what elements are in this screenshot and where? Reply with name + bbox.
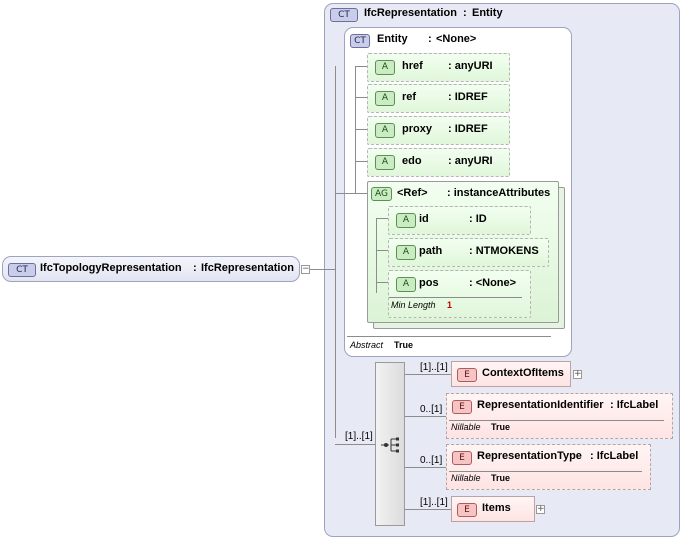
attribute-edo[interactable]: A edo : anyURI <box>367 148 510 177</box>
root-type-name: IfcTopologyRepresentation <box>40 262 182 274</box>
attribute-type: : <None> <box>469 277 517 289</box>
complex-type-badge: CT <box>350 34 370 48</box>
connector <box>355 97 367 98</box>
sequence-cardinality: [1]..[1] <box>345 431 373 442</box>
connector <box>355 66 356 194</box>
connector <box>376 282 388 283</box>
facet-value: 1 <box>447 300 453 310</box>
element-badge: E <box>457 368 477 382</box>
entity-type-separator: : <box>428 33 432 45</box>
attribute-name: id <box>419 213 429 225</box>
attribute-badge: A <box>375 91 395 106</box>
divider <box>389 297 522 298</box>
sequence-compositor-icon <box>381 437 399 453</box>
connector <box>405 467 446 468</box>
connector <box>405 374 451 375</box>
attribute-ref[interactable]: A ref : IDREF <box>367 84 510 113</box>
attribute-badge: A <box>396 213 416 228</box>
attribute-type: : ID <box>469 213 487 225</box>
entity-type-type: <None> <box>436 33 477 45</box>
attribute-type: : IDREF <box>448 123 488 135</box>
attribute-type: : NTMOKENS <box>469 245 539 257</box>
facet-label: Min Length <box>391 300 436 310</box>
element-name: RepresentationIdentifier <box>477 399 604 411</box>
connector <box>355 193 367 194</box>
connector <box>335 444 375 445</box>
attribute-name: edo <box>402 155 422 167</box>
connector <box>335 66 336 438</box>
divider <box>449 420 664 421</box>
nillable-label: Nillable <box>451 473 481 483</box>
connector <box>310 269 325 270</box>
connector <box>405 509 451 510</box>
abstract-value: True <box>394 340 414 350</box>
attribute-group-badge: AG <box>371 187 392 201</box>
nillable-label: Nillable <box>451 422 481 432</box>
connector <box>376 218 388 219</box>
attribute-type: : anyURI <box>448 155 493 167</box>
element-cardinality: 0..[1] <box>420 404 443 415</box>
connector <box>355 129 367 130</box>
connector <box>355 66 367 67</box>
root-type-node[interactable]: CT IfcTopologyRepresentation : IfcRepres… <box>2 256 300 282</box>
complex-type-badge: CT <box>8 263 36 277</box>
connector <box>376 218 377 293</box>
element-name: ContextOfItems <box>482 367 564 379</box>
attribute-group-type: : instanceAttributes <box>447 187 551 199</box>
attribute-type: : IDREF <box>448 91 488 103</box>
element-badge: E <box>457 503 477 517</box>
divider <box>347 336 551 337</box>
complex-type-badge: CT <box>330 8 358 22</box>
element-context-of-items[interactable]: E ContextOfItems <box>451 361 571 387</box>
connector <box>324 269 336 270</box>
base-type-type: Entity <box>472 7 503 19</box>
entity-type-name: Entity <box>377 33 408 45</box>
element-badge: E <box>452 400 472 414</box>
element-type: : IfcLabel <box>610 399 659 411</box>
attribute-badge: A <box>396 245 416 260</box>
attribute-name: path <box>419 245 443 257</box>
divider <box>449 471 642 472</box>
abstract-label: Abstract <box>350 340 384 350</box>
attribute-badge: A <box>396 277 416 292</box>
base-type-separator: : <box>463 7 467 19</box>
element-representation-identifier[interactable]: E RepresentationIdentifier : IfcLabel Ni… <box>446 393 673 439</box>
attribute-name: ref <box>402 91 417 103</box>
element-badge: E <box>452 451 472 465</box>
nillable-value: True <box>491 473 511 483</box>
sequence-compositor[interactable] <box>375 362 405 526</box>
connector <box>405 416 446 417</box>
attribute-href[interactable]: A href : anyURI <box>367 53 510 82</box>
root-type-separator: : <box>193 262 197 274</box>
attribute-badge: A <box>375 155 395 170</box>
attribute-proxy[interactable]: A proxy : IDREF <box>367 116 510 145</box>
element-cardinality: [1]..[1] <box>420 362 448 373</box>
connector <box>376 250 388 251</box>
element-cardinality: 0..[1] <box>420 455 443 466</box>
attribute-type: : anyURI <box>448 60 493 72</box>
element-cardinality: [1]..[1] <box>420 497 448 508</box>
element-name: RepresentationType <box>477 450 582 462</box>
attribute-name: proxy <box>402 123 432 135</box>
nillable-value: True <box>491 422 511 432</box>
attribute-pos[interactable]: A pos : <None> Min Length 1 <box>388 270 531 318</box>
root-type-base: IfcRepresentation <box>201 262 294 274</box>
attribute-name: pos <box>419 277 439 289</box>
connector <box>355 161 367 162</box>
element-name: Items <box>482 502 511 514</box>
element-items[interactable]: E Items <box>451 496 535 522</box>
connector <box>336 193 356 194</box>
element-type: : IfcLabel <box>590 450 639 462</box>
element-representation-type[interactable]: E RepresentationType : IfcLabel Nillable… <box>446 444 651 490</box>
plus-icon[interactable]: + <box>536 504 545 514</box>
attribute-path[interactable]: A path : NTMOKENS <box>388 238 549 267</box>
attribute-badge: A <box>375 123 395 138</box>
minus-icon[interactable]: − <box>301 264 310 274</box>
plus-icon[interactable]: + <box>573 369 582 379</box>
attribute-id[interactable]: A id : ID <box>388 206 531 235</box>
attribute-name: href <box>402 60 423 72</box>
attribute-badge: A <box>375 60 395 75</box>
attribute-group-name: <Ref> <box>397 187 428 199</box>
base-type-name: IfcRepresentation <box>364 7 457 19</box>
